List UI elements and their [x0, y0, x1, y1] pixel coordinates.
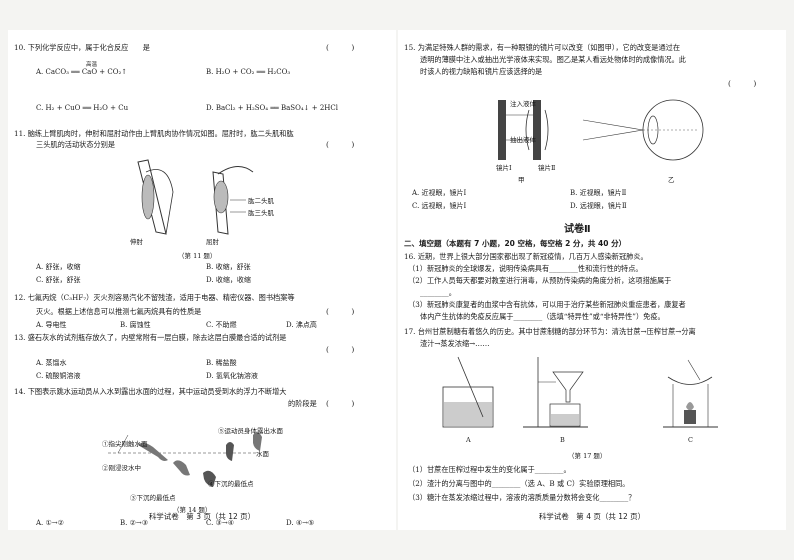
q11-answer-paren: ( ) [326, 140, 355, 149]
q12-option-d: D. 沸点高 [286, 321, 317, 329]
q14-option-c: C. ③→④ [206, 519, 234, 527]
q15-option-c: C. 远视眼，镜片Ⅰ [412, 202, 467, 210]
q14-answer-paren: ( ) [326, 399, 355, 408]
page-footer: 科学试卷 第 3 页（共 12 页） [148, 512, 256, 521]
q15-option-d: D. 远视眼，镜片Ⅱ [570, 202, 627, 210]
q11-option-a: A. 舒张，收缩 [36, 263, 81, 271]
q17-label-b: B [560, 436, 565, 444]
q14-option-a: A. ①→② [36, 519, 64, 527]
q13-option-b: B. 稀盐酸 [206, 359, 237, 367]
q17-sub2: （2）渣汁的分离与图中的________（选 A、B 或 C）实验原理相同。 [408, 479, 630, 488]
q16-stem: 16. 近期，世界上很大部分国家都出现了新冠疫情，几百万人感染新冠肺炎。 [404, 252, 648, 261]
q11-stem-line1: 11. 脑练上臂肌肉时，伸肘和屈肘动作由上臂肌肉协作情况如图。屈肘时，肱二头肌和… [14, 129, 294, 138]
q11-option-c: C. 舒张，舒张 [36, 276, 81, 284]
q14-figure-caption: （第 14 题） [173, 506, 212, 514]
q14-label-4: ④下沉的最低点 [208, 480, 254, 488]
q11-stem-line2: 三头肌的活动状态分别是 [36, 140, 116, 149]
q14-label-3: ③下沉的最低点 [130, 494, 176, 502]
q15-label-yi: 乙 [668, 176, 675, 184]
q12-option-b: B. 腐蚀性 [120, 321, 151, 329]
q15-answer-paren: ( ) [728, 79, 757, 88]
q16-sub3-line1: （3）新冠肺炎康复者的血浆中含有抗体，可以用于治疗某些新冠肺炎重症患者，康复者 [408, 300, 686, 309]
q16-sub2-line1: （2）工作人员每天都要对教室进行消毒，从预防传染病的角度分析，这项措施属于 [408, 276, 672, 285]
q17-stem-line1: 17. 台州甘蔗制糖有着悠久的历史。其中甘蔗制糖的部分环节为：清洗甘蔗→压榨甘蔗… [404, 327, 696, 336]
q15-label-jia: 甲 [518, 176, 525, 184]
q13-answer-paren: ( ) [326, 345, 355, 354]
q15-label-lens-2: 镜片Ⅱ [538, 164, 556, 172]
part-2-title: 试卷Ⅱ [564, 224, 591, 235]
q11-label-biceps: 肱二头肌 [248, 197, 274, 205]
q17-label-c: C [688, 436, 693, 444]
q14-label-2: ②刚浸没水中 [102, 464, 141, 472]
q17-stem-line2: 渣汁→蒸发浓缩→…… [420, 339, 490, 348]
lens-figure [498, 99, 704, 161]
diver-figure [108, 432, 262, 487]
q11-option-d: D. 收缩，收缩 [206, 276, 251, 284]
q10-option-c: C. H₂ + CuO ══ H₂O + Cu [36, 104, 129, 112]
q15-label-inject: 注入液体 [510, 100, 536, 108]
q14-stem-line1: 14. 下图表示跳水运动员从入水到露出水面的过程，其中运动员受到水的浮力不断增大 [14, 387, 287, 396]
q15-label-lens-1: 镜片Ⅰ [496, 164, 512, 172]
q17-sub3: （3）糖汁在蒸发浓缩过程中，溶液的溶质质量分数将会变化________？ [408, 493, 636, 502]
q10-stem: 10. 下列化学反应中，属于化合反应 是 [14, 43, 150, 52]
q15-stem-line1: 15. 为满足特殊人群的需求，有一种眼镜的镜片可以改变（如图甲），它的改变是通过… [404, 43, 681, 52]
q13-option-a: A. 蒸馏水 [36, 359, 67, 367]
q15-label-extract: 抽出液体 [510, 136, 536, 144]
q13-option-d: D. 氢氧化钠溶液 [206, 372, 258, 380]
q13-option-c: C. 硫酸铜溶液 [36, 372, 81, 380]
q13-stem: 13. 盛石灰水的试剂瓶存放久了，内壁常附有一层白膜，除去这层白膜最合适的试剂是 [14, 333, 287, 342]
q11-label-triceps: 肱三头肌 [248, 209, 274, 217]
q10-condition: 高温 [86, 62, 98, 68]
q12-stem-line1: 12. 七氟丙烷（C₃HF₇）灭火剂容易汽化不留残渣，适用于电器、精密仪器、图书… [14, 293, 295, 302]
q16-sub1: （1）新冠肺炎的全球爆发，说明传染病具有________性和流行性的特点。 [408, 264, 643, 273]
q12-stem-line2: 灭火。根据上述信息可以推测七氟丙烷具有的性质是 [36, 307, 202, 316]
q17-sub1: （1）甘蔗在压榨过程中发生的变化属于________。 [408, 465, 571, 474]
q10-option-a: A. CaCO₃ ══ CaO + CO₂↑ [36, 68, 128, 76]
q16-sub3-line2: 体内产生抗体的免疫反应属于________（选填“特异性”或“非特异性”）免疫。 [420, 312, 665, 321]
q12-answer-paren: ( ) [326, 307, 355, 316]
q14-label-1: ①指尖刚触水面 [102, 440, 148, 448]
q15-stem-line3: 时该人的视力缺陷和镜片应该选择的是 [420, 67, 543, 76]
q12-option-c: C. 不助燃 [206, 321, 237, 329]
q14-label-5: ⑤运动员身体露出水面 [218, 427, 283, 435]
q14-option-d: D. ④→⑤ [286, 519, 315, 527]
arm-muscle-figure [137, 159, 254, 235]
q12-option-a: A. 导电性 [36, 321, 67, 329]
q14-option-b: B. ②→③ [120, 519, 149, 527]
q17-label-a: A [466, 436, 471, 444]
exam-page-4: 15. 为满足特殊人群的需求，有一种眼镜的镜片可以改变（如图甲），它的改变是通过… [398, 30, 786, 530]
q15-stem-line2: 透明的薄膜中注入或抽出光学液体来实现。图乙是某人看远处物体时的成像情况。此 [420, 55, 686, 64]
q11-option-b: B. 收缩，舒张 [206, 263, 251, 271]
q16-sub2-line2: ________。 [420, 288, 456, 297]
q10-answer-paren: ( ) [326, 43, 355, 52]
q11-figure-label-flex: 屈肘 [206, 238, 219, 246]
q10-option-b: B. H₂O + CO₂ ══ H₂CO₃ [206, 68, 291, 76]
exam-page-3: 10. 下列化学反应中，属于化合反应 是 ( ) 高温 A. CaCO₃ ══ … [8, 30, 396, 530]
q17-figure-caption: （第 17 题） [568, 452, 607, 460]
q15-option-b: B. 近视眼，镜片Ⅱ [570, 189, 627, 197]
q14-label-water: 水面 [256, 450, 269, 458]
q11-figure-label-extend: 伸肘 [130, 238, 143, 246]
q15-option-a: A. 近视眼，镜片Ⅰ [412, 189, 467, 197]
page-footer: 科学试卷 第 4 页（共 12 页） [538, 512, 646, 521]
q11-figure-caption: （第 11 题） [178, 252, 217, 260]
lab-apparatus-figure [442, 356, 718, 428]
q14-stem-line2: 的阶段是 [288, 399, 317, 408]
q10-option-d: D. BaCl₂ + H₂SO₄ ══ BaSO₄↓ + 2HCl [206, 104, 338, 112]
fill-in-section-header: 二、填空题（本题有 7 小题，20 空格，每空格 2 分，共 40 分） [404, 239, 627, 248]
